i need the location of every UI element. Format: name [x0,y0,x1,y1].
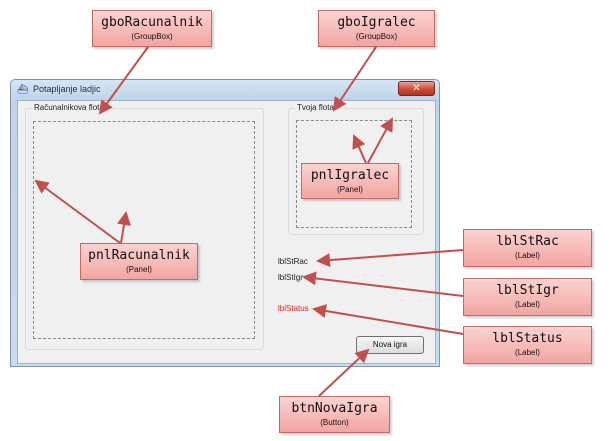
annotation-name: lblStatus [492,331,563,346]
label-st-rac: lblStRac [278,257,308,266]
annotation-pnl-igralec: pnlIgralec (Panel) [301,163,399,199]
annotation-name: lblStIgr [496,283,559,298]
label-st-igr: lblStIgr [278,273,303,282]
form-client-area: Računalnikova flota Tvoja flota lblStRac… [17,100,436,364]
annotation-name: pnlRacunalnik [88,248,190,263]
annotation-name: btnNovaIgra [291,401,378,416]
panel-computer[interactable] [33,121,255,339]
annotation-type: (Button) [320,418,349,427]
form-title: Potapljanje ladjic [33,84,101,94]
arrow-pnl-racunalnik-1 [34,179,121,244]
annotation-btn-nova-igra: btnNovaIgra (Button) [279,396,390,433]
annotation-name: lblStRac [496,234,559,249]
form-titlebar: ⛴ Potapljanje ladjic ✕ [11,80,439,100]
panel-player[interactable] [296,120,412,228]
annotation-type: (Label) [515,251,540,260]
arrow-gbo-racunalnik [98,46,149,115]
annotation-name: gboIgralec [337,15,416,30]
label-status: lblStatus [278,304,309,313]
new-game-button[interactable]: Nova igra [356,336,424,354]
annotation-type: (Panel) [126,265,152,274]
annotation-lbl-status: lblStatus (Label) [463,326,592,364]
ship-icon: ⛴ [17,84,29,94]
arrow-pnl-igralec-1 [352,134,367,164]
close-button[interactable]: ✕ [398,81,435,96]
annotation-gbo-racunalnik: gboRacunalnik (GroupBox) [92,10,212,47]
groupbox-computer-fleet: Računalnikova flota [25,103,264,350]
arrow-pnl-igralec-2 [367,117,393,164]
annotation-name: gboRacunalnik [101,15,203,30]
arrow-lbl-st-igr [302,271,464,297]
annotation-type: (GroupBox) [131,32,173,41]
annotation-lbl-st-igr: lblStIgr (Label) [463,278,592,316]
annotation-lbl-st-rac: lblStRac (Label) [463,229,592,267]
annotation-gbo-igralec: gboIgralec (GroupBox) [318,10,435,47]
annotation-type: (GroupBox) [355,32,398,41]
groupbox-player-caption: Tvoja flota [295,103,336,112]
arrow-gbo-igralec [332,46,377,112]
annotation-type: (Panel) [337,185,363,194]
form-window: ⛴ Potapljanje ladjic ✕ Računalnikova flo… [10,79,440,367]
annotation-type: (Label) [515,348,540,357]
annotation-pnl-racunalnik: pnlRacunalnik (Panel) [80,243,198,280]
annotation-name: pnlIgralec [310,168,390,183]
groupbox-computer-caption: Računalnikova flota [32,103,106,112]
arrow-lbl-st-rac [316,249,464,268]
arrow-btn-nova-igra [318,348,370,397]
arrow-lbl-status [312,304,464,335]
groupbox-player-fleet: Tvoja flota [288,103,424,235]
arrow-pnl-racunalnik-2 [117,211,131,244]
annotation-type: (Label) [515,300,540,309]
